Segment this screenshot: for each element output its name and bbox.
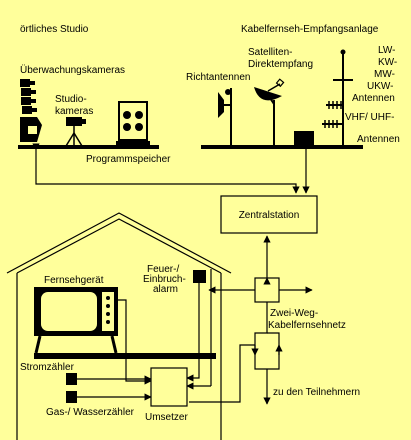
- antennas-label-1: Antennen: [352, 93, 395, 104]
- central-station-label: Zentralstation: [239, 210, 300, 221]
- vhf-uhf-label: VHF/ UHF-: [345, 112, 394, 123]
- cable-reception-title: Kabelfernseh-Empfangsanlage: [241, 24, 379, 35]
- converter-label: Umsetzer: [145, 412, 188, 423]
- satellite-dish-icon: [254, 78, 285, 146]
- subscribers-label: zu den Teilnehmern: [273, 387, 360, 398]
- receiver-block-icon: [294, 131, 314, 146]
- two-way-network: Zwei-Weg- Kabelfernsehnetz zu den Teilne…: [189, 235, 360, 405]
- satellite-label-2: Direktempfang: [248, 59, 313, 70]
- program-storage-icon: [116, 101, 150, 145]
- power-meter-icon: [66, 373, 77, 385]
- converter-box: [150, 367, 188, 407]
- surveillance-cameras-icon: [20, 79, 42, 142]
- tv-icon: [34, 287, 118, 354]
- alarm-label-2: Einbruch-: [143, 274, 186, 285]
- power-meter-label: Stromzähler: [20, 362, 75, 373]
- broadcast-antenna-mast-icon: [322, 49, 353, 146]
- reception-floor-line: [201, 145, 363, 149]
- local-studio-section: örtliches Studio Überwachungskameras Stu…: [18, 24, 171, 165]
- gas-water-label: Gas-/ Wasserzähler: [46, 407, 135, 418]
- directional-antenna-icon: [218, 88, 232, 146]
- program-storage-label: Programmspeicher: [86, 154, 171, 165]
- ukw-label: UKW-: [367, 81, 393, 92]
- two-way-label-2: Kabelfernsehnetz: [268, 320, 346, 331]
- antennas-label-2: Antennen: [357, 134, 400, 145]
- cable-reception-section: Kabelfernseh-Empfangsanlage Richtantenne…: [186, 24, 400, 149]
- gas-water-meter-icon: [66, 391, 77, 403]
- studio-cameras-label-2: kameras: [55, 106, 93, 117]
- studio-floor-line: [18, 145, 159, 149]
- studio-cameras-label-1: Studio-: [55, 94, 87, 105]
- alarm-label-1: Feuer-/: [147, 264, 179, 275]
- distribution-node: [254, 277, 280, 303]
- feed-lines: [32, 143, 310, 194]
- alarm-sensor-icon: [193, 270, 206, 283]
- house: Fernsehgerät Feuer-/ Einbruch- alarm Str…: [6, 212, 232, 440]
- studio-camera-icon: [65, 117, 86, 147]
- house-floor: [34, 353, 216, 359]
- surveillance-cameras-label: Überwachungskameras: [20, 64, 125, 76]
- satellite-label-1: Satelliten-: [248, 47, 292, 58]
- local-studio-title: örtliches Studio: [20, 24, 89, 35]
- two-way-label-1: Zwei-Weg-: [270, 308, 318, 319]
- alarm-label-3: alarm: [153, 284, 178, 295]
- kw-label: KW-: [378, 57, 397, 68]
- central-station: Zentralstation: [220, 195, 318, 234]
- tv-label: Fernsehgerät: [44, 275, 104, 286]
- lw-label: LW-: [378, 45, 395, 56]
- directional-antennas-label: Richtantennen: [186, 72, 251, 83]
- mw-label: MW-: [374, 69, 395, 80]
